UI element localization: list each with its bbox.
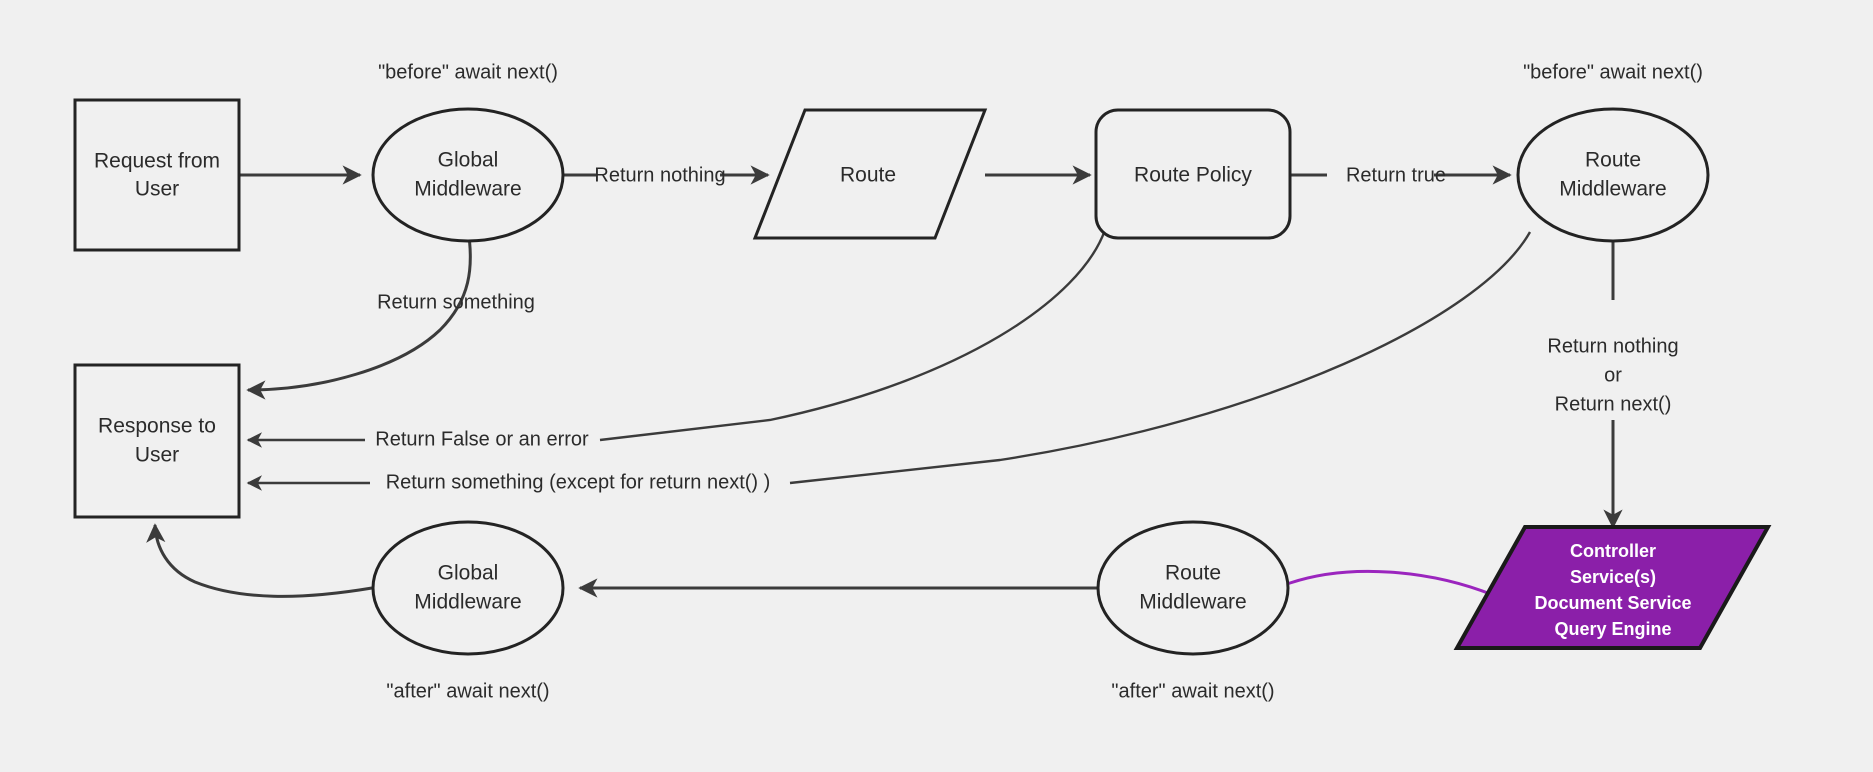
controller-services-label-line3: Document Service — [1534, 593, 1691, 613]
annotation-before-await-next-route: "before" await next() — [1523, 61, 1703, 83]
route-label: Route — [840, 164, 896, 187]
route-parallelogram — [752, 108, 988, 240]
controller-services-label-line4: Query Engine — [1554, 619, 1671, 639]
response-to-user-rect — [73, 363, 241, 519]
edge-label-return-nothing-or-next-line1: Return nothing — [1547, 335, 1678, 357]
response-to-user-label-line2: User — [135, 444, 179, 467]
edge-label-return-something-except-next: Return something (except for return next… — [386, 471, 771, 493]
edge-label-return-true: Return true — [1346, 164, 1446, 186]
request-from-user-label-line1: Request from — [94, 150, 220, 173]
response-to-user-label-line1: Response to — [98, 415, 216, 438]
global-middleware-before-ellipse — [371, 107, 565, 243]
global-middleware-after-label-line1: Global — [438, 562, 499, 585]
route-middleware-before-label-line2: Middleware — [1559, 178, 1666, 201]
edge-route-policy-return-false — [599, 229, 1107, 442]
global-middleware-before-label-line2: Middleware — [414, 178, 521, 201]
controller-services-parallelogram — [1453, 525, 1772, 650]
node-request-from-user[interactable]: Request from User — [73, 98, 241, 252]
route-policy-rect — [1094, 108, 1292, 240]
route-middleware-after-label-line2: Middleware — [1139, 591, 1246, 614]
annotation-after-await-next-global: "after" await next() — [386, 680, 549, 702]
route-middleware-after-label-line1: Route — [1165, 562, 1221, 585]
edge-route-middleware-return-something-except — [789, 231, 1532, 485]
route-middleware-before-ellipse — [1516, 107, 1710, 243]
node-global-middleware-after[interactable]: Global Middleware — [371, 520, 565, 656]
edge-label-return-nothing-or-next-line3: Return next() — [1555, 393, 1672, 415]
edge-global-middleware-after-to-response — [146, 523, 373, 598]
route-middleware-before-label-line1: Route — [1585, 149, 1641, 172]
node-route[interactable]: Route — [752, 108, 988, 240]
controller-services-label-line2: Service(s) — [1570, 567, 1656, 587]
route-middleware-after-ellipse — [1096, 520, 1290, 656]
edge-label-return-false-or-error: Return False or an error — [375, 428, 589, 450]
edge-label-return-nothing-or-next-line2: or — [1604, 364, 1622, 386]
request-from-user-rect — [73, 98, 241, 252]
edge-label-return-something: Return something — [377, 291, 535, 313]
node-route-middleware-before[interactable]: Route Middleware — [1516, 107, 1710, 243]
controller-services-label-line1: Controller — [1570, 541, 1656, 561]
node-controller-services[interactable]: Controller Service(s) Document Service Q… — [1453, 525, 1772, 650]
node-route-middleware-after[interactable]: Route Middleware — [1096, 520, 1290, 656]
node-route-policy[interactable]: Route Policy — [1094, 108, 1292, 240]
node-response-to-user[interactable]: Response to User — [73, 363, 241, 519]
global-middleware-after-ellipse — [371, 520, 565, 656]
global-middleware-before-label-line1: Global — [438, 149, 499, 172]
edge-label-return-nothing: Return nothing — [594, 164, 725, 186]
request-from-user-label-line2: User — [135, 178, 179, 201]
global-middleware-after-label-line2: Middleware — [414, 591, 521, 614]
node-global-middleware-before[interactable]: Global Middleware — [371, 107, 565, 243]
annotation-before-await-next-global: "before" await next() — [378, 61, 558, 83]
edge-global-middleware-return-something — [246, 228, 472, 400]
annotation-after-await-next-route: "after" await next() — [1111, 680, 1274, 702]
route-policy-label: Route Policy — [1134, 164, 1252, 187]
